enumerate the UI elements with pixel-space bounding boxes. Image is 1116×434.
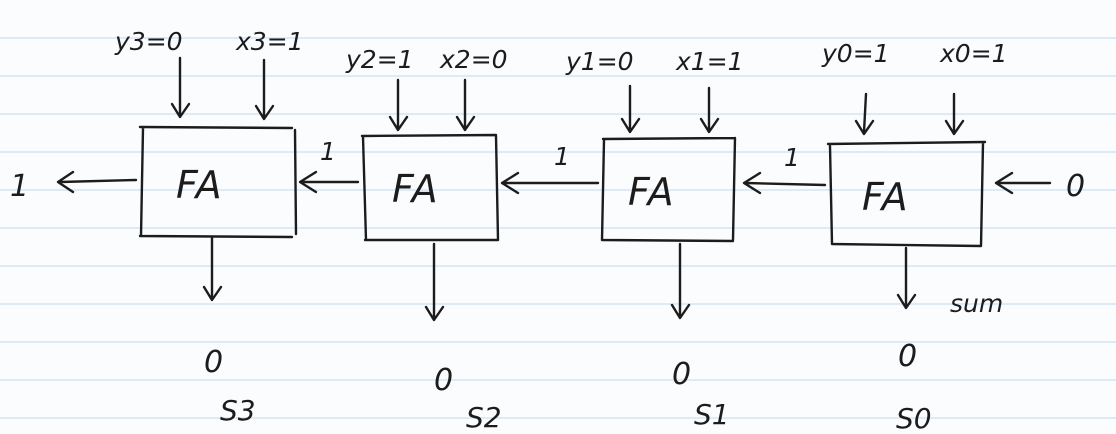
full-adder-1: FA y1=0 x1=1 0 S1 1 bbox=[500, 47, 744, 431]
ruled-lines bbox=[0, 37, 1116, 419]
fa-1-sum-value: 0 bbox=[672, 357, 691, 392]
fa-1-box bbox=[600, 136, 737, 243]
fa-3-sum-arrow bbox=[202, 236, 223, 302]
fa-1-carry-out-arrow bbox=[500, 171, 600, 195]
fa-0-sum-value: 0 bbox=[898, 339, 917, 374]
fa-0-x-input-arrow bbox=[944, 92, 965, 136]
fa-2-box bbox=[360, 133, 500, 242]
fa-1-carry-out-value: 1 bbox=[554, 142, 570, 171]
full-adder-0: FA y0=1 x0=1 sum 0 S0 1 0 bbox=[742, 39, 1085, 434]
fa-2-x-input-label: x2=0 bbox=[439, 45, 508, 74]
fa-3-y-input-arrow bbox=[170, 56, 191, 119]
fa-2-carry-out-arrow bbox=[298, 170, 360, 194]
fa-2-sum-name: S2 bbox=[466, 401, 502, 434]
fa-0-sum-name: S0 bbox=[896, 402, 932, 434]
fa-3-sum-name: S3 bbox=[220, 394, 256, 427]
fa-3-carry-out-value: 1 bbox=[10, 169, 29, 204]
full-adder-3: FA y3=0 x3=1 0 S3 1 bbox=[10, 27, 304, 427]
fa-0-x-input-label: x0=1 bbox=[939, 39, 1008, 68]
fa-1-x-input-label: x1=1 bbox=[675, 47, 744, 76]
fa-2-label: FA bbox=[392, 167, 438, 211]
fa-1-y-input-label: y1=0 bbox=[565, 47, 634, 76]
fa-3-carry-out-arrow bbox=[56, 170, 138, 194]
fa-0-y-input-label: y0=1 bbox=[821, 39, 890, 68]
fa-1-y-input-arrow bbox=[620, 84, 641, 134]
fa-0-y-input-arrow bbox=[854, 92, 875, 136]
fa-2-x-input-arrow bbox=[455, 78, 476, 132]
fa-1-sum-arrow bbox=[670, 242, 691, 320]
full-adder-2: FA y2=1 x2=0 0 S2 1 bbox=[298, 45, 508, 434]
fa-0-sum-arrow bbox=[896, 246, 917, 310]
fa-0-carry-out-arrow bbox=[742, 171, 827, 195]
fa-3-label: FA bbox=[176, 163, 222, 207]
fa-3-y-input-label: y3=0 bbox=[114, 27, 183, 56]
sum-label: sum bbox=[950, 289, 1003, 318]
carry-in-value: 0 bbox=[1066, 169, 1085, 204]
fa-2-carry-out-value: 1 bbox=[320, 137, 336, 166]
fa-3-sum-value: 0 bbox=[204, 345, 223, 380]
fa-0-box bbox=[826, 140, 987, 248]
fa-2-y-input-arrow bbox=[388, 78, 409, 132]
fa-1-sum-name: S1 bbox=[694, 398, 730, 431]
fa-3-x-input-label: x3=1 bbox=[235, 27, 304, 56]
fa-2-y-input-label: y2=1 bbox=[345, 45, 414, 74]
fa-1-x-input-arrow bbox=[699, 86, 720, 134]
carry-in-arrow bbox=[994, 171, 1052, 195]
fa-2-sum-arrow bbox=[424, 242, 445, 322]
fa-0-carry-out-value: 1 bbox=[784, 143, 800, 172]
fa-3-x-input-arrow bbox=[254, 58, 275, 121]
fa-0-label: FA bbox=[862, 175, 908, 219]
fa-1-label: FA bbox=[628, 170, 674, 214]
fa-3-box bbox=[138, 125, 298, 239]
fa-2-sum-value: 0 bbox=[434, 363, 453, 398]
